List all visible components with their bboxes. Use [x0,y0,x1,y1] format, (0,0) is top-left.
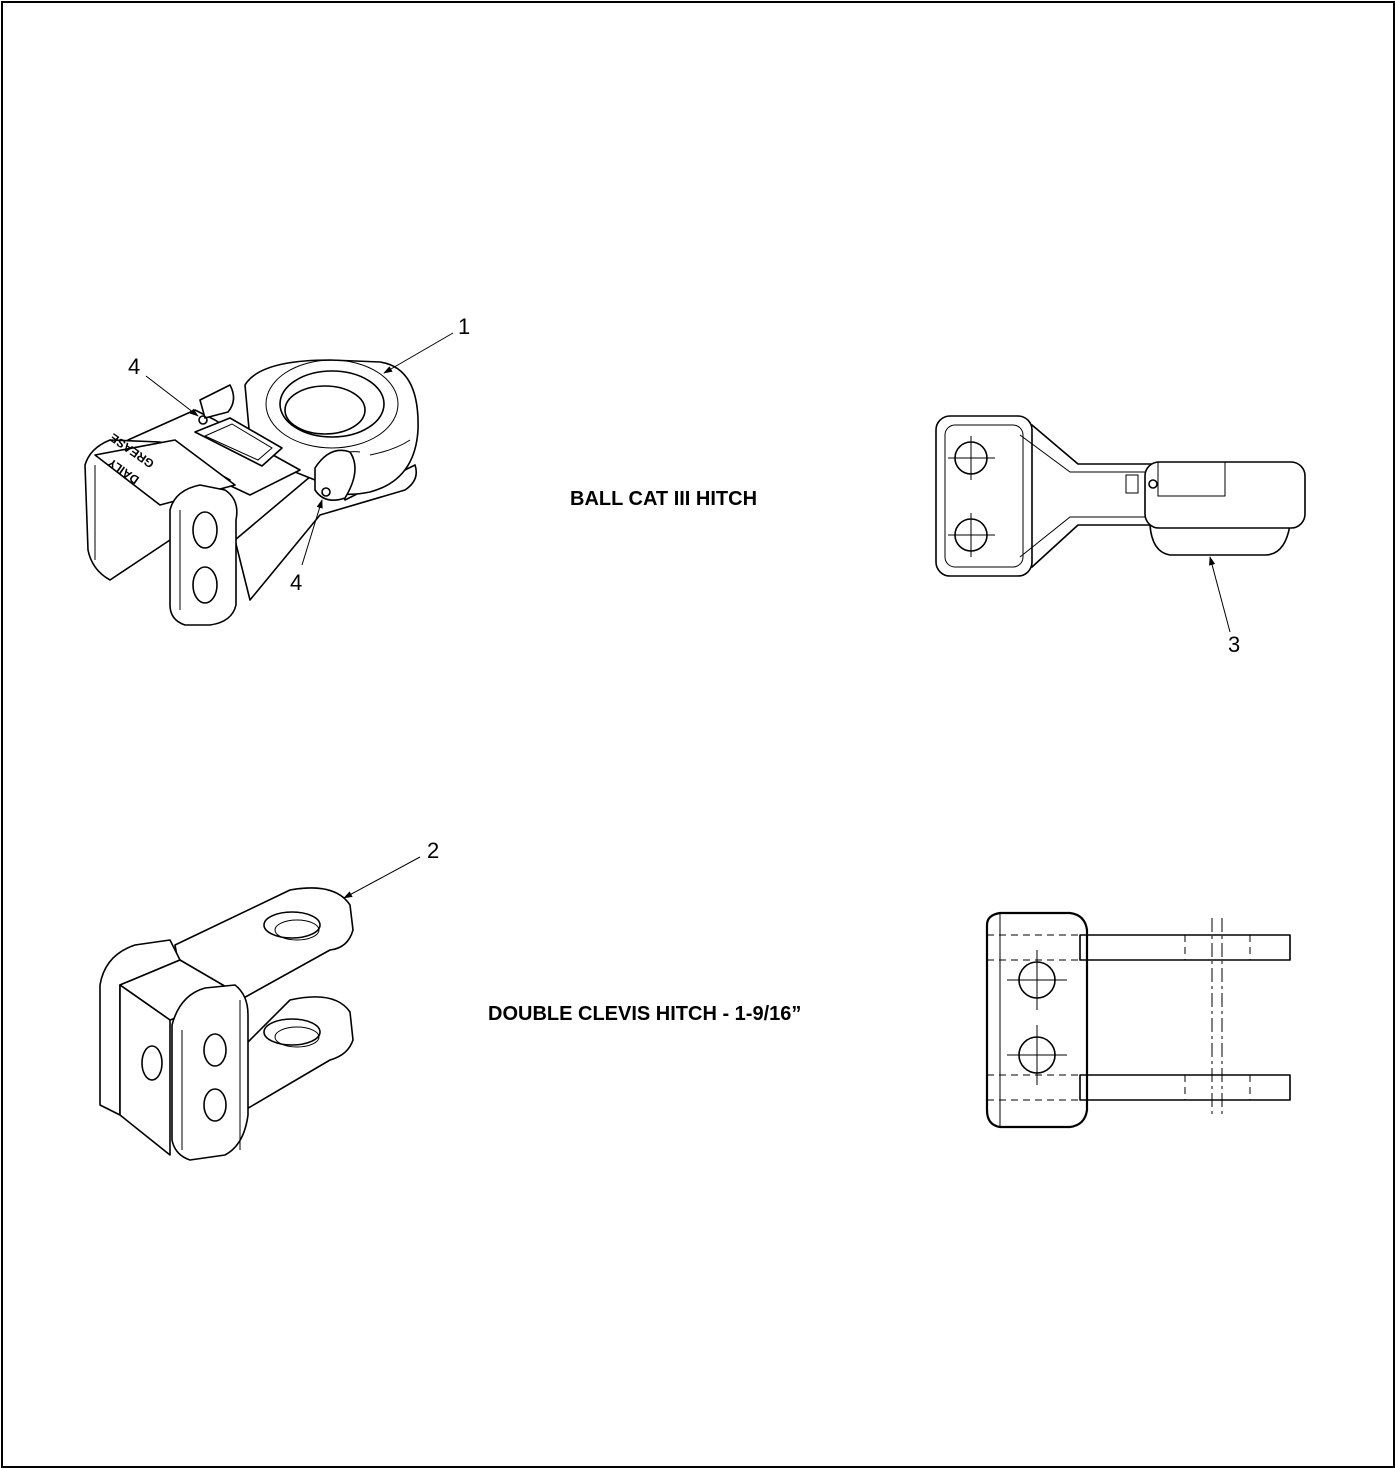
leader-line-4-lower [301,499,323,566]
callout-4-lower: 4 [290,570,302,595]
leader-line-1 [383,332,454,374]
ball-hitch-top-view [935,415,1306,577]
leader-line-2 [343,856,421,899]
ball-hitch-caption: BALL CAT III HITCH [570,488,757,510]
clevis-hitch-caption: DOUBLE CLEVIS HITCH - 1-9/16” [488,1003,801,1025]
ball-hitch-isometric: GREASE DAILY [84,359,419,626]
leader-line-4-upper [145,375,199,417]
clevis-hitch-isometric [99,887,354,1161]
leader-line-3 [1209,556,1231,633]
callout-3: 3 [1228,632,1240,657]
callout-2: 2 [427,838,439,863]
clevis-hitch-top-view [985,911,1291,1129]
callout-1: 1 [458,314,470,339]
callout-4-upper: 4 [128,354,140,379]
